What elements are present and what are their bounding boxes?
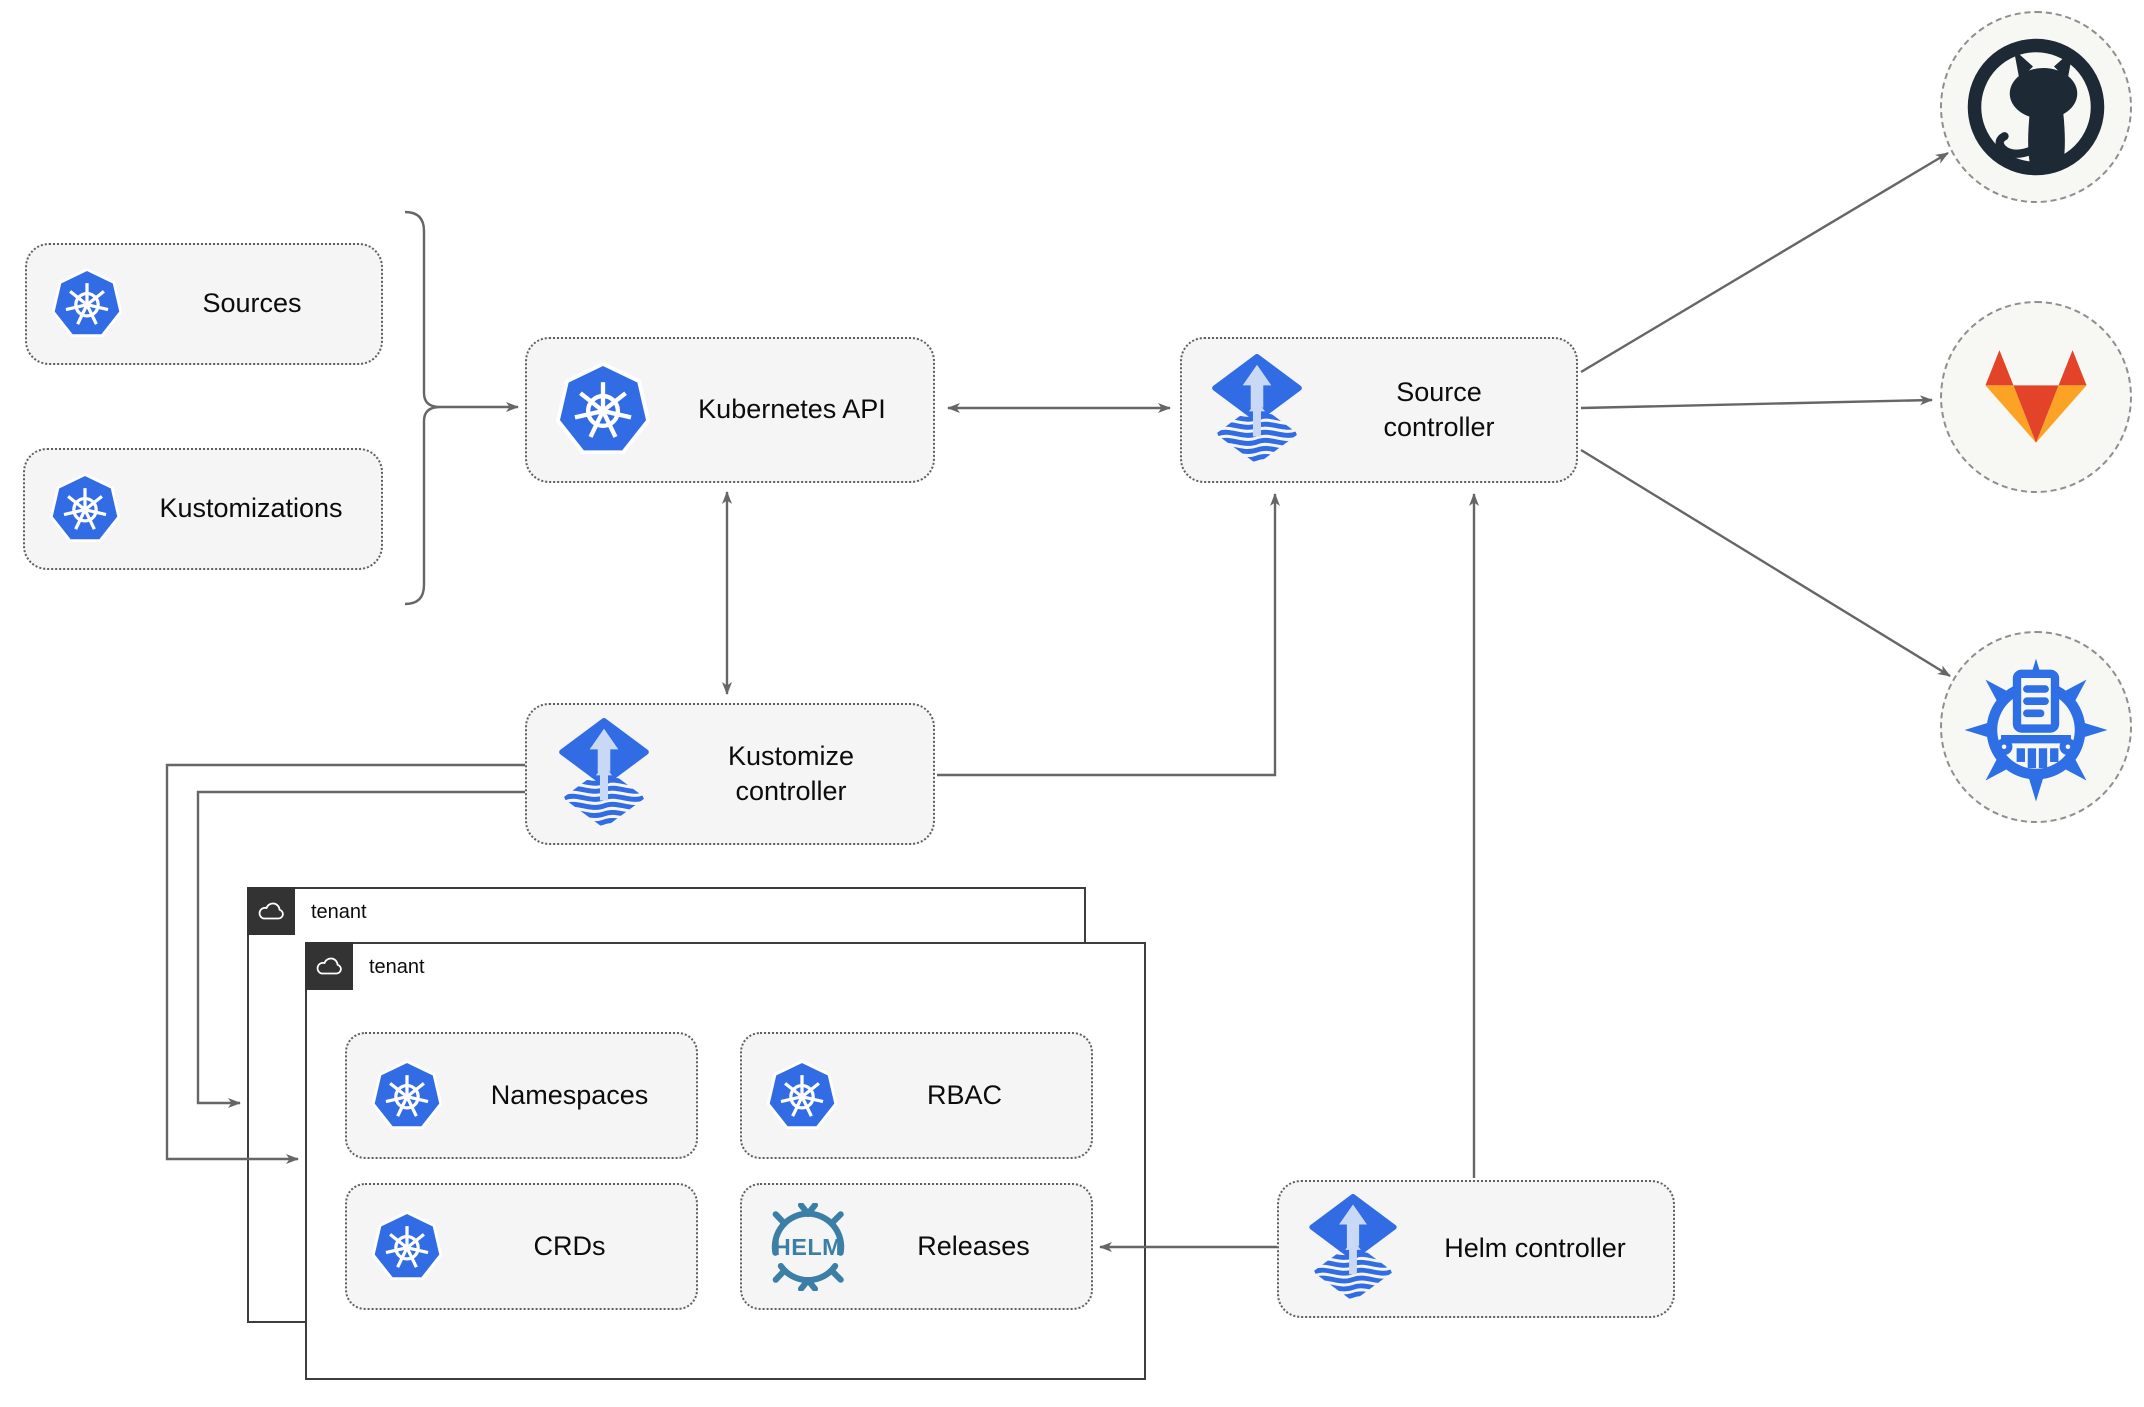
kubernetes-logo-icon xyxy=(371,1060,443,1132)
flux-logo-icon xyxy=(1212,354,1302,467)
node-label: Source controller xyxy=(1383,376,1495,442)
github-logo-icon xyxy=(1961,32,2111,182)
node-helm-controller: Helm controller xyxy=(1277,1180,1675,1318)
kubernetes-logo-icon xyxy=(371,1211,443,1283)
node-label: Namespaces xyxy=(490,1079,649,1110)
node-label: Kustomize controller xyxy=(727,740,855,806)
kubernetes-logo-icon xyxy=(51,268,123,340)
tenant-label: tenant xyxy=(369,956,425,978)
node-crds: CRDs xyxy=(345,1183,698,1310)
node-kustomize-controller: Kustomize controller xyxy=(525,703,935,845)
node-source-controller: Source controller xyxy=(1180,337,1578,483)
kubernetes-logo-icon xyxy=(555,362,651,458)
node-kubernetes-api: Kubernetes API xyxy=(525,337,935,483)
node-label: CRDs xyxy=(533,1230,606,1261)
node-rbac: RBAC xyxy=(740,1032,1093,1159)
tenant-tab xyxy=(305,942,353,990)
node-label: Kustomizations xyxy=(159,493,343,524)
group-brace xyxy=(404,210,441,606)
cloud-icon xyxy=(256,900,286,922)
remote-gitlab xyxy=(1940,301,2132,493)
remote-chartmuseum xyxy=(1940,631,2132,823)
helm-logo-icon: HELM xyxy=(760,1203,856,1291)
edge-source-gitlab xyxy=(1580,395,1933,410)
node-namespaces: Namespaces xyxy=(345,1032,698,1159)
tenant-box-front: tenant xyxy=(305,942,1146,1380)
node-kustomizations: Kustomizations xyxy=(23,448,383,570)
gitlab-logo-icon xyxy=(1975,344,2097,450)
node-label: RBAC xyxy=(926,1079,1002,1110)
cloud-icon xyxy=(314,955,344,977)
tenant-tab xyxy=(247,887,295,935)
node-label: Kubernetes API xyxy=(698,394,886,425)
node-label: Sources xyxy=(202,288,302,319)
remote-github xyxy=(1940,11,2132,203)
tenant-label: tenant xyxy=(311,901,367,923)
chartmuseum-logo-icon xyxy=(1960,651,2112,803)
edge-source-chartmuseum xyxy=(1580,448,1951,678)
edge-kustomize-source xyxy=(937,493,1280,777)
node-label: Helm controller xyxy=(1444,1233,1626,1264)
flux-logo-icon xyxy=(559,718,649,831)
node-releases: HELM Releases xyxy=(740,1183,1093,1310)
edge-source-github xyxy=(1580,151,1949,374)
node-sources: Sources xyxy=(25,243,383,365)
flux-logo-icon xyxy=(1309,1194,1397,1304)
helm-logo-text: HELM xyxy=(774,1233,842,1259)
kubernetes-logo-icon xyxy=(49,473,121,545)
node-label: Releases xyxy=(917,1230,1030,1261)
kubernetes-logo-icon xyxy=(766,1060,838,1132)
